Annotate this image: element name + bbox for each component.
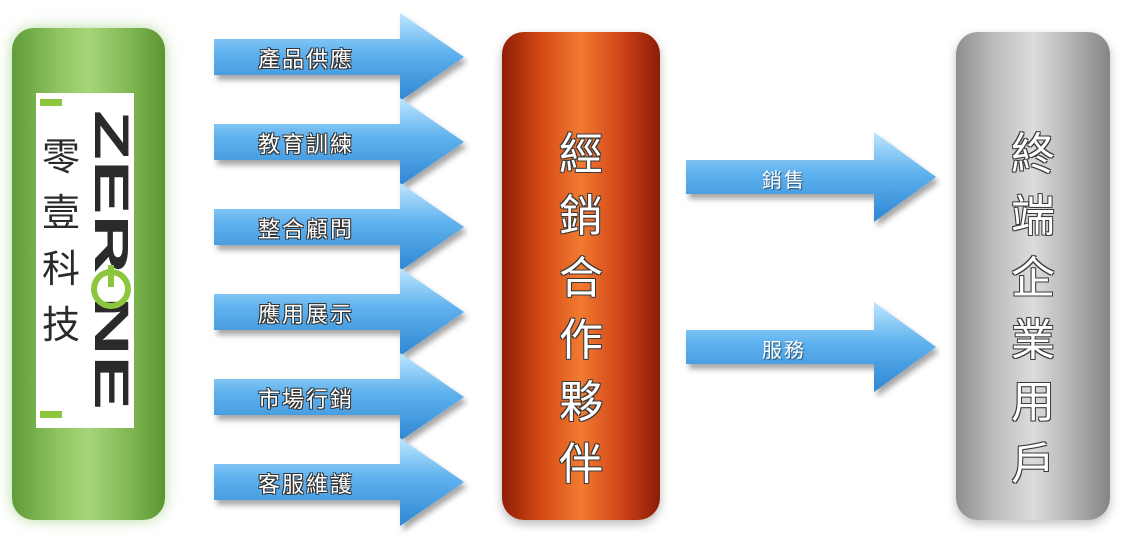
partner-char: 夥 (559, 377, 603, 428)
logo-chinese-name: 零 壹 科 技 (36, 129, 86, 353)
service-label: 市場行銷 (258, 388, 355, 413)
end-user-char: 業 (1011, 315, 1055, 366)
service-arrow-5: 市場行銷 (214, 353, 466, 441)
end-user-char: 企 (1011, 253, 1055, 304)
logo-bar-bottom (40, 411, 62, 418)
service-arrow-4: 應用展示 (214, 268, 466, 356)
power-icon (91, 265, 131, 309)
partner-char: 作 (559, 315, 603, 366)
service-label: 教育訓練 (258, 133, 355, 158)
sales-label: 銷售 (762, 168, 806, 192)
service-label: 整合顧問 (258, 218, 355, 243)
end-user-char: 終 (1011, 129, 1055, 180)
service-label: 產品供應 (258, 48, 355, 73)
end-user-char: 端 (1011, 191, 1055, 242)
service-flow-arrow: 服務 (686, 302, 938, 392)
logo-char: 科 (41, 247, 80, 291)
partner-char: 合 (559, 253, 603, 304)
partner-pillar: 經 銷 合 作 夥 伴 (502, 32, 660, 520)
end-user-label: 終 端 企 業 用 戶 (956, 124, 1110, 496)
partner-char: 伴 (559, 439, 603, 490)
service-label: 客服維護 (258, 473, 355, 498)
logo-bar-top (40, 99, 62, 106)
partner-char: 銷 (559, 191, 603, 242)
end-user-char: 用 (1011, 377, 1055, 428)
end-user-char: 戶 (1011, 439, 1055, 490)
zerone-logo: 零 壹 科 技 ZER NE (36, 93, 134, 428)
end-user-pillar: 終 端 企 業 用 戶 (956, 32, 1110, 520)
service-flow-label: 服務 (762, 338, 806, 362)
svg-text:ZER NE: ZER NE (88, 110, 134, 410)
logo-char: 技 (41, 303, 80, 347)
logo-char: 零 (41, 135, 80, 179)
service-arrow-6: 客服維護 (214, 438, 466, 526)
partner-label: 經 銷 合 作 夥 伴 (502, 124, 660, 496)
service-arrow-3: 整合顧問 (214, 183, 466, 271)
service-label: 應用展示 (258, 303, 355, 328)
service-arrow-2: 教育訓練 (214, 98, 466, 186)
logo-char: 壹 (41, 191, 80, 235)
sales-arrow: 銷售 (686, 132, 938, 222)
logo-wordmark: ZER NE (88, 110, 134, 410)
partner-char: 經 (559, 129, 603, 180)
service-arrow-1: 產品供應 (214, 13, 466, 101)
